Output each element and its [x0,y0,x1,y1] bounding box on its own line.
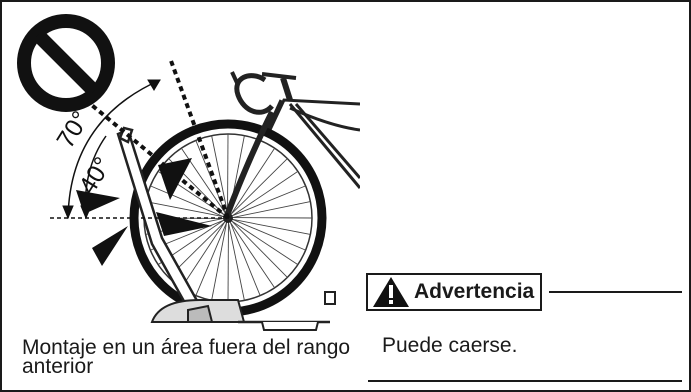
wheel-spoke [231,201,311,219]
wheel-spoke [231,218,311,235]
wheel-spoke [229,221,276,289]
wheel-spoke [231,185,306,217]
warning-rule [549,291,682,293]
bike-mount-illustration: 70° 40° [17,14,360,331]
warning-triangle-icon [373,277,409,307]
wheel-spoke [211,135,229,215]
warning-text: Puede caerse. [382,334,518,357]
wheel-spoke [229,221,261,296]
wheel-spoke [231,170,299,217]
roof-mount-base [150,291,336,331]
caption: Montaje en un área fuera del rango anter… [22,336,351,378]
angle-label-70: 70° [51,106,95,153]
wheel-spoke [211,221,228,301]
wheel-spoke [150,185,225,218]
wheel-spoke [230,158,288,216]
angle-guides [50,57,232,220]
direction-arrows [76,158,212,266]
warning-title: Advertencia [414,280,535,303]
wheel-spoke [195,140,227,215]
wheel-spoke [180,220,226,289]
wheel-spoke [231,218,306,251]
wheel-spoke [195,221,228,296]
wheel-spoke [145,201,225,218]
warning-label: Advertencia [366,273,543,311]
fork [223,110,275,220]
wheel-spoke [230,220,288,278]
bottom-rule [368,380,682,382]
prohibition-icon [17,14,115,112]
wheel-spoke [230,220,299,266]
wheel-spoke [230,147,276,216]
wheel-spoke [227,221,245,301]
